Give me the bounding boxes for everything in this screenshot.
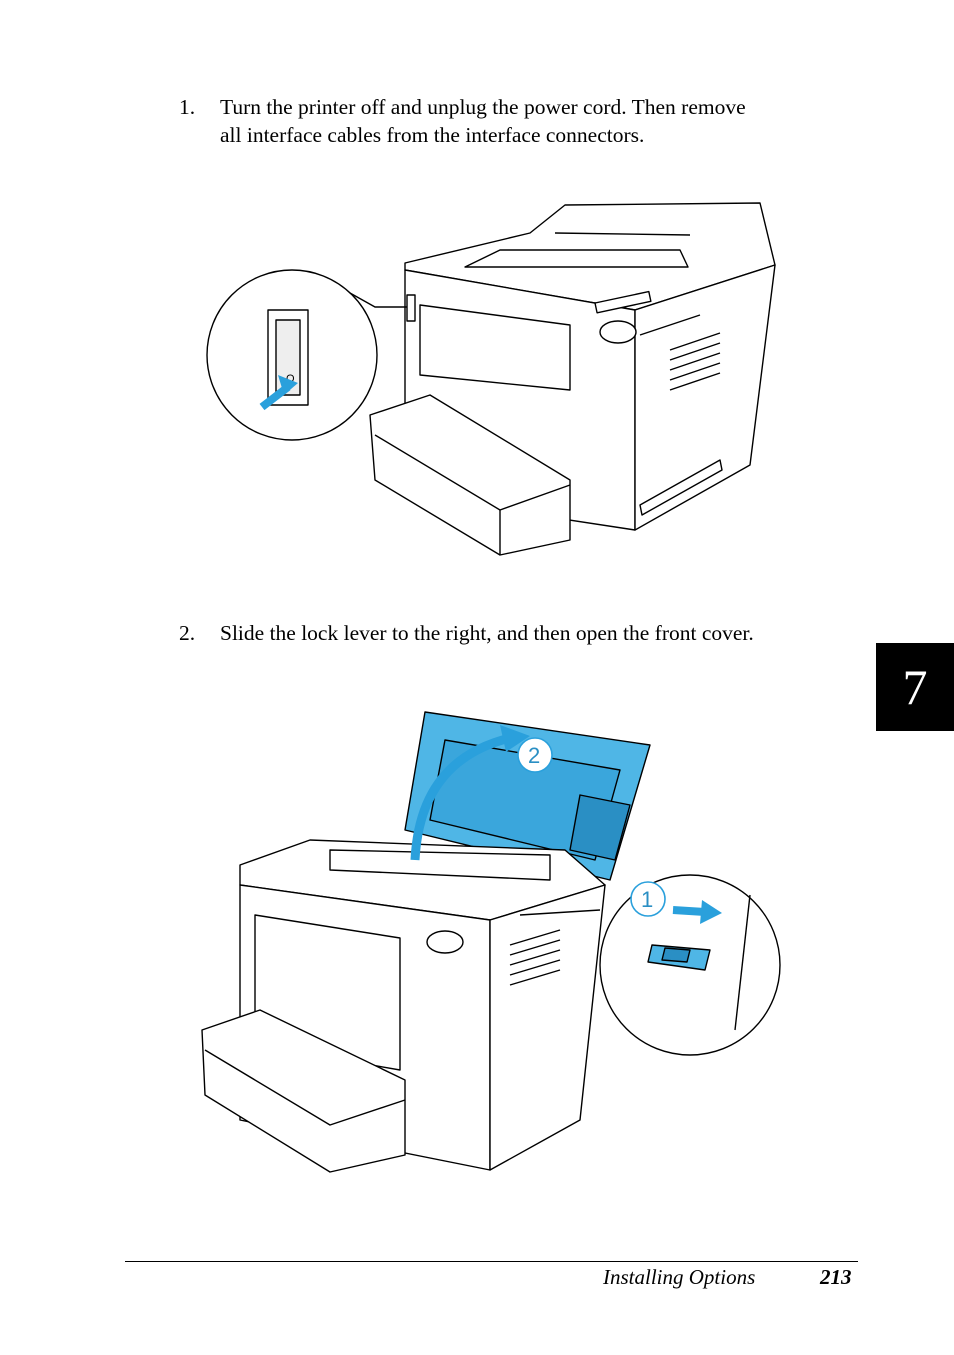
svg-text:2: 2 [528,743,540,768]
printer-power-switch-illustration: O [206,202,776,556]
step-number: 1. [179,95,196,119]
svg-text:O: O [286,373,295,385]
open-cover-arrow-icon [410,733,512,861]
footer-section-title: Installing Options [603,1265,756,1289]
step-text-line: Slide the lock lever to the right, and t… [220,621,754,645]
callout-2: 2 [517,737,553,773]
control-dial [599,320,637,344]
printer-side [489,884,606,1171]
printer-side [634,264,776,531]
paper-tray [201,1009,406,1173]
chapter-tab: 7 [876,643,954,731]
footer-rule [125,1261,858,1262]
footer-page-number: 213 [820,1265,852,1289]
step-number: 2. [179,621,196,645]
svg-text:1: 1 [641,887,653,912]
paper-tray [369,394,571,556]
printer-open-cover-illustration: 1 2 [201,711,781,1173]
callout-1: 1 [630,881,666,917]
step-text-line: all interface cables from the interface … [220,123,645,147]
lcd-panel [594,290,652,314]
step-text-line: Turn the printer off and unplug the powe… [220,95,746,119]
slide-arrow-icon [672,906,706,916]
control-dial [426,930,464,954]
